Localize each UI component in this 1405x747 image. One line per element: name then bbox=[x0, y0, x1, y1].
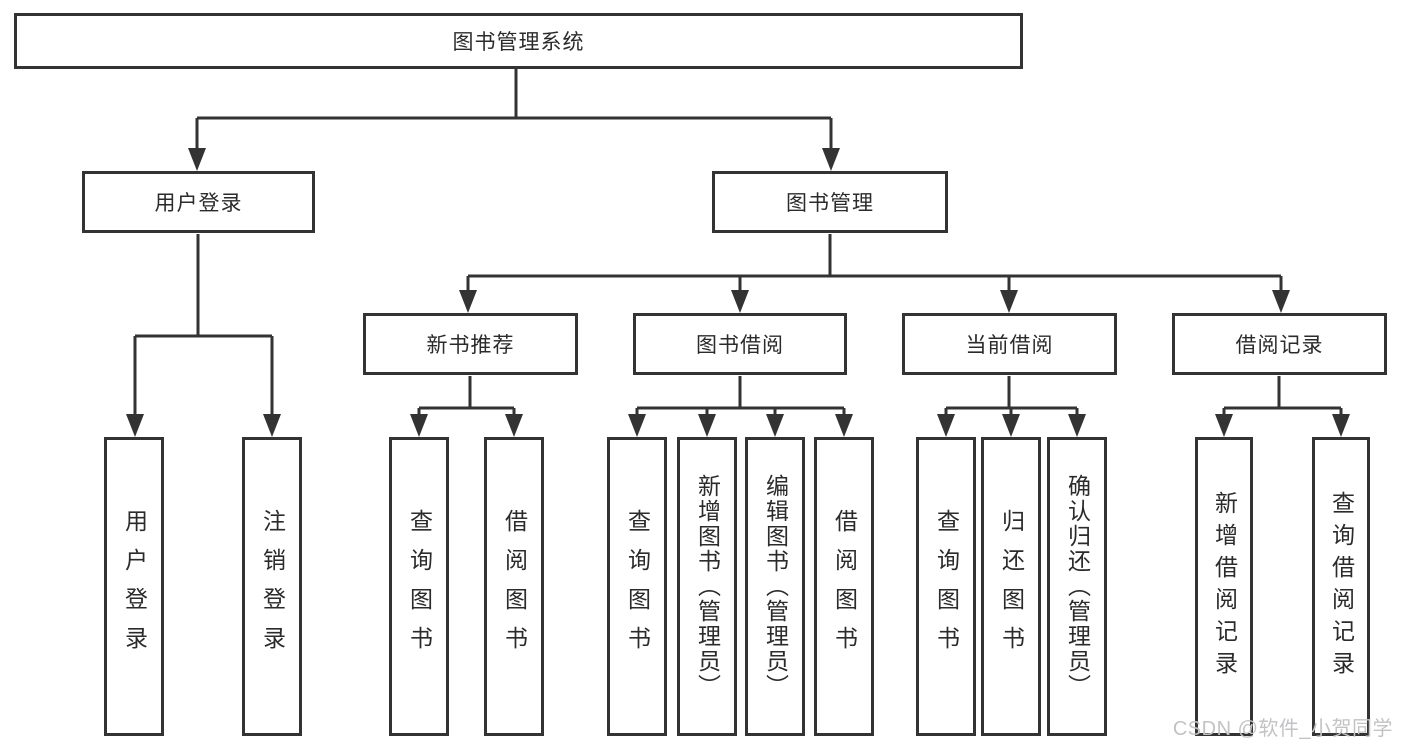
leaf-borrow-book-1: 借阅图书 bbox=[484, 437, 544, 736]
node-borrow-records: 借阅记录 bbox=[1172, 313, 1387, 375]
leaf-query-borrow-record-label: 查询借阅记录 bbox=[1328, 490, 1355, 683]
leaf-return-book-label: 归还图书 bbox=[998, 508, 1025, 665]
node-book-borrow: 图书借阅 bbox=[633, 313, 847, 375]
leaf-query-borrow-record: 查询借阅记录 bbox=[1312, 437, 1370, 736]
node-user-login-label: 用户登录 bbox=[154, 192, 243, 215]
leaf-query-book-3: 查询图书 bbox=[916, 437, 976, 736]
node-book-management-label: 图书管理 bbox=[786, 192, 874, 215]
leaf-query-book-2-label: 查询图书 bbox=[624, 508, 651, 665]
node-borrow-records-label: 借阅记录 bbox=[1235, 334, 1324, 357]
node-current-borrow-label: 当前借阅 bbox=[965, 334, 1054, 357]
leaf-edit-book-admin-label: 编辑图书（管理员） bbox=[762, 474, 789, 699]
leaf-add-borrow-record: 新增借阅记录 bbox=[1195, 437, 1253, 736]
leaf-user-login: 用户登录 bbox=[104, 437, 164, 736]
node-new-book-recommend: 新书推荐 bbox=[363, 313, 578, 375]
leaf-query-book-3-label: 查询图书 bbox=[933, 508, 960, 665]
leaf-logout-label: 注销登录 bbox=[259, 508, 286, 665]
leaf-query-book-1-label: 查询图书 bbox=[406, 508, 433, 665]
node-root: 图书管理系统 bbox=[14, 13, 1023, 69]
leaf-user-login-label: 用户登录 bbox=[121, 508, 148, 665]
leaf-query-book-2: 查询图书 bbox=[607, 437, 667, 736]
leaf-return-book: 归还图书 bbox=[981, 437, 1041, 736]
csdn-watermark: CSDN @软件_小贺同学 bbox=[1172, 718, 1393, 740]
node-current-borrow: 当前借阅 bbox=[902, 313, 1117, 375]
node-user-login: 用户登录 bbox=[82, 171, 315, 233]
leaf-query-book-1: 查询图书 bbox=[389, 437, 449, 736]
leaf-add-book-admin-label: 新增图书（管理员） bbox=[694, 474, 721, 699]
leaf-confirm-return-admin: 确认归还（管理员） bbox=[1047, 437, 1107, 736]
arrowheads bbox=[126, 148, 1350, 437]
node-root-label: 图书管理系统 bbox=[452, 31, 585, 54]
leaf-borrow-book-2: 借阅图书 bbox=[814, 437, 874, 736]
leaf-add-book-admin: 新增图书（管理员） bbox=[677, 437, 737, 736]
node-new-book-recommend-label: 新书推荐 bbox=[426, 334, 515, 357]
leaf-add-borrow-record-label: 新增借阅记录 bbox=[1211, 490, 1238, 683]
leaf-borrow-book-1-label: 借阅图书 bbox=[501, 508, 528, 665]
node-book-management: 图书管理 bbox=[712, 171, 948, 233]
node-book-borrow-label: 图书借阅 bbox=[696, 334, 784, 357]
leaf-logout: 注销登录 bbox=[242, 437, 302, 736]
leaf-edit-book-admin: 编辑图书（管理员） bbox=[745, 437, 805, 736]
leaf-confirm-return-admin-label: 确认归还（管理员） bbox=[1064, 474, 1091, 699]
leaf-borrow-book-2-label: 借阅图书 bbox=[831, 508, 858, 665]
